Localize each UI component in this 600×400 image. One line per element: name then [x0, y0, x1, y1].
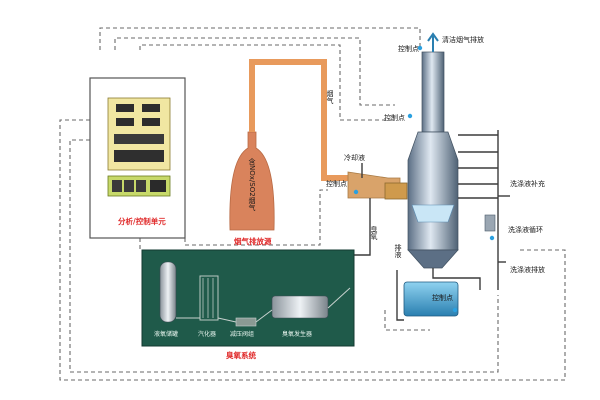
plc-module-4 — [150, 180, 166, 192]
signal-line-left — [59, 119, 566, 381]
mixing-section — [384, 182, 408, 200]
vaporizer-label: 汽化器 — [198, 330, 216, 338]
signal-line-duct — [184, 189, 328, 246]
signal-line-tank — [384, 310, 430, 331]
liquid-oxygen-tank — [159, 261, 177, 323]
analyzer-module-3 — [116, 118, 134, 126]
analyzer-module-2 — [142, 104, 160, 112]
analyzer-module-6 — [114, 150, 164, 162]
flue-gas-source-vertical: 含NOx/SO2烟气 — [248, 157, 256, 211]
signal-line-left-2 — [69, 139, 499, 373]
liquid-tank — [403, 281, 459, 317]
drain-pipe — [432, 268, 481, 290]
washing-makeup-label: 洗涤液补充 — [510, 179, 545, 188]
vaporizer-unit — [199, 275, 219, 321]
clean-gas-arrow — [427, 32, 439, 52]
ozone-line-label: 臭氧 — [370, 225, 378, 241]
control-point-duct-marker — [353, 189, 359, 195]
control-point-duct-label: 控制点 — [326, 179, 347, 188]
pressure-valve-group — [235, 317, 257, 327]
signal-line-top-3 — [139, 44, 395, 121]
control-point-pump-marker — [489, 235, 495, 241]
control-point-tower-label: 控制点 — [384, 113, 405, 122]
plc-module-3 — [136, 180, 146, 192]
control-point-tank-label: 控制点 — [432, 293, 453, 302]
control-point-tank-marker — [452, 307, 458, 313]
flue-gas-pipe-label: 烟气 — [326, 89, 334, 104]
tower-spray-zone — [411, 204, 455, 223]
control-point-tower-marker — [407, 113, 413, 119]
liquid-oxygen-label: 液氧储罐 — [154, 330, 178, 338]
clean-gas-label: 清洁烟气排放 — [442, 35, 484, 44]
ozone-generator-label: 臭氧发生器 — [282, 330, 312, 338]
coolant-label: 冷却液 — [344, 153, 365, 162]
control-point-top-marker — [417, 45, 423, 51]
analyzer-module-1 — [116, 104, 134, 112]
control-point-top-label: 控制点 — [398, 44, 419, 53]
analyzer-module-4 — [142, 118, 160, 126]
tower-stack — [421, 51, 445, 133]
ozone-generator — [271, 295, 329, 319]
tank-inlet-pipe — [396, 270, 404, 321]
analysis-unit-label: 分析/控制单元 — [118, 216, 166, 226]
tower-body — [407, 131, 459, 251]
analyzer-module-5 — [114, 134, 164, 144]
circulation-pump — [484, 214, 496, 232]
signal-line-top — [99, 27, 421, 50]
plc-module-2 — [124, 180, 134, 192]
plc-module-1 — [112, 180, 122, 192]
flue-gas-pipe — [249, 59, 348, 181]
signal-line-top-2 — [114, 37, 395, 106]
washing-circ-label: 洗涤液循环 — [508, 225, 543, 234]
flue-gas-source-label: 烟气排放源 — [234, 236, 272, 246]
ozone-internal-piping — [176, 287, 351, 323]
tower-cone — [407, 249, 459, 269]
drain-label: 排液 — [394, 243, 402, 259]
washing-discharge-label: 洗涤液排放 — [510, 265, 545, 274]
pressure-valve-label: 减压阀组 — [230, 330, 254, 338]
ozone-system-label: 臭氧系统 — [226, 350, 256, 360]
vaporizer-coils — [202, 278, 214, 318]
flue-gas-source — [229, 131, 275, 231]
